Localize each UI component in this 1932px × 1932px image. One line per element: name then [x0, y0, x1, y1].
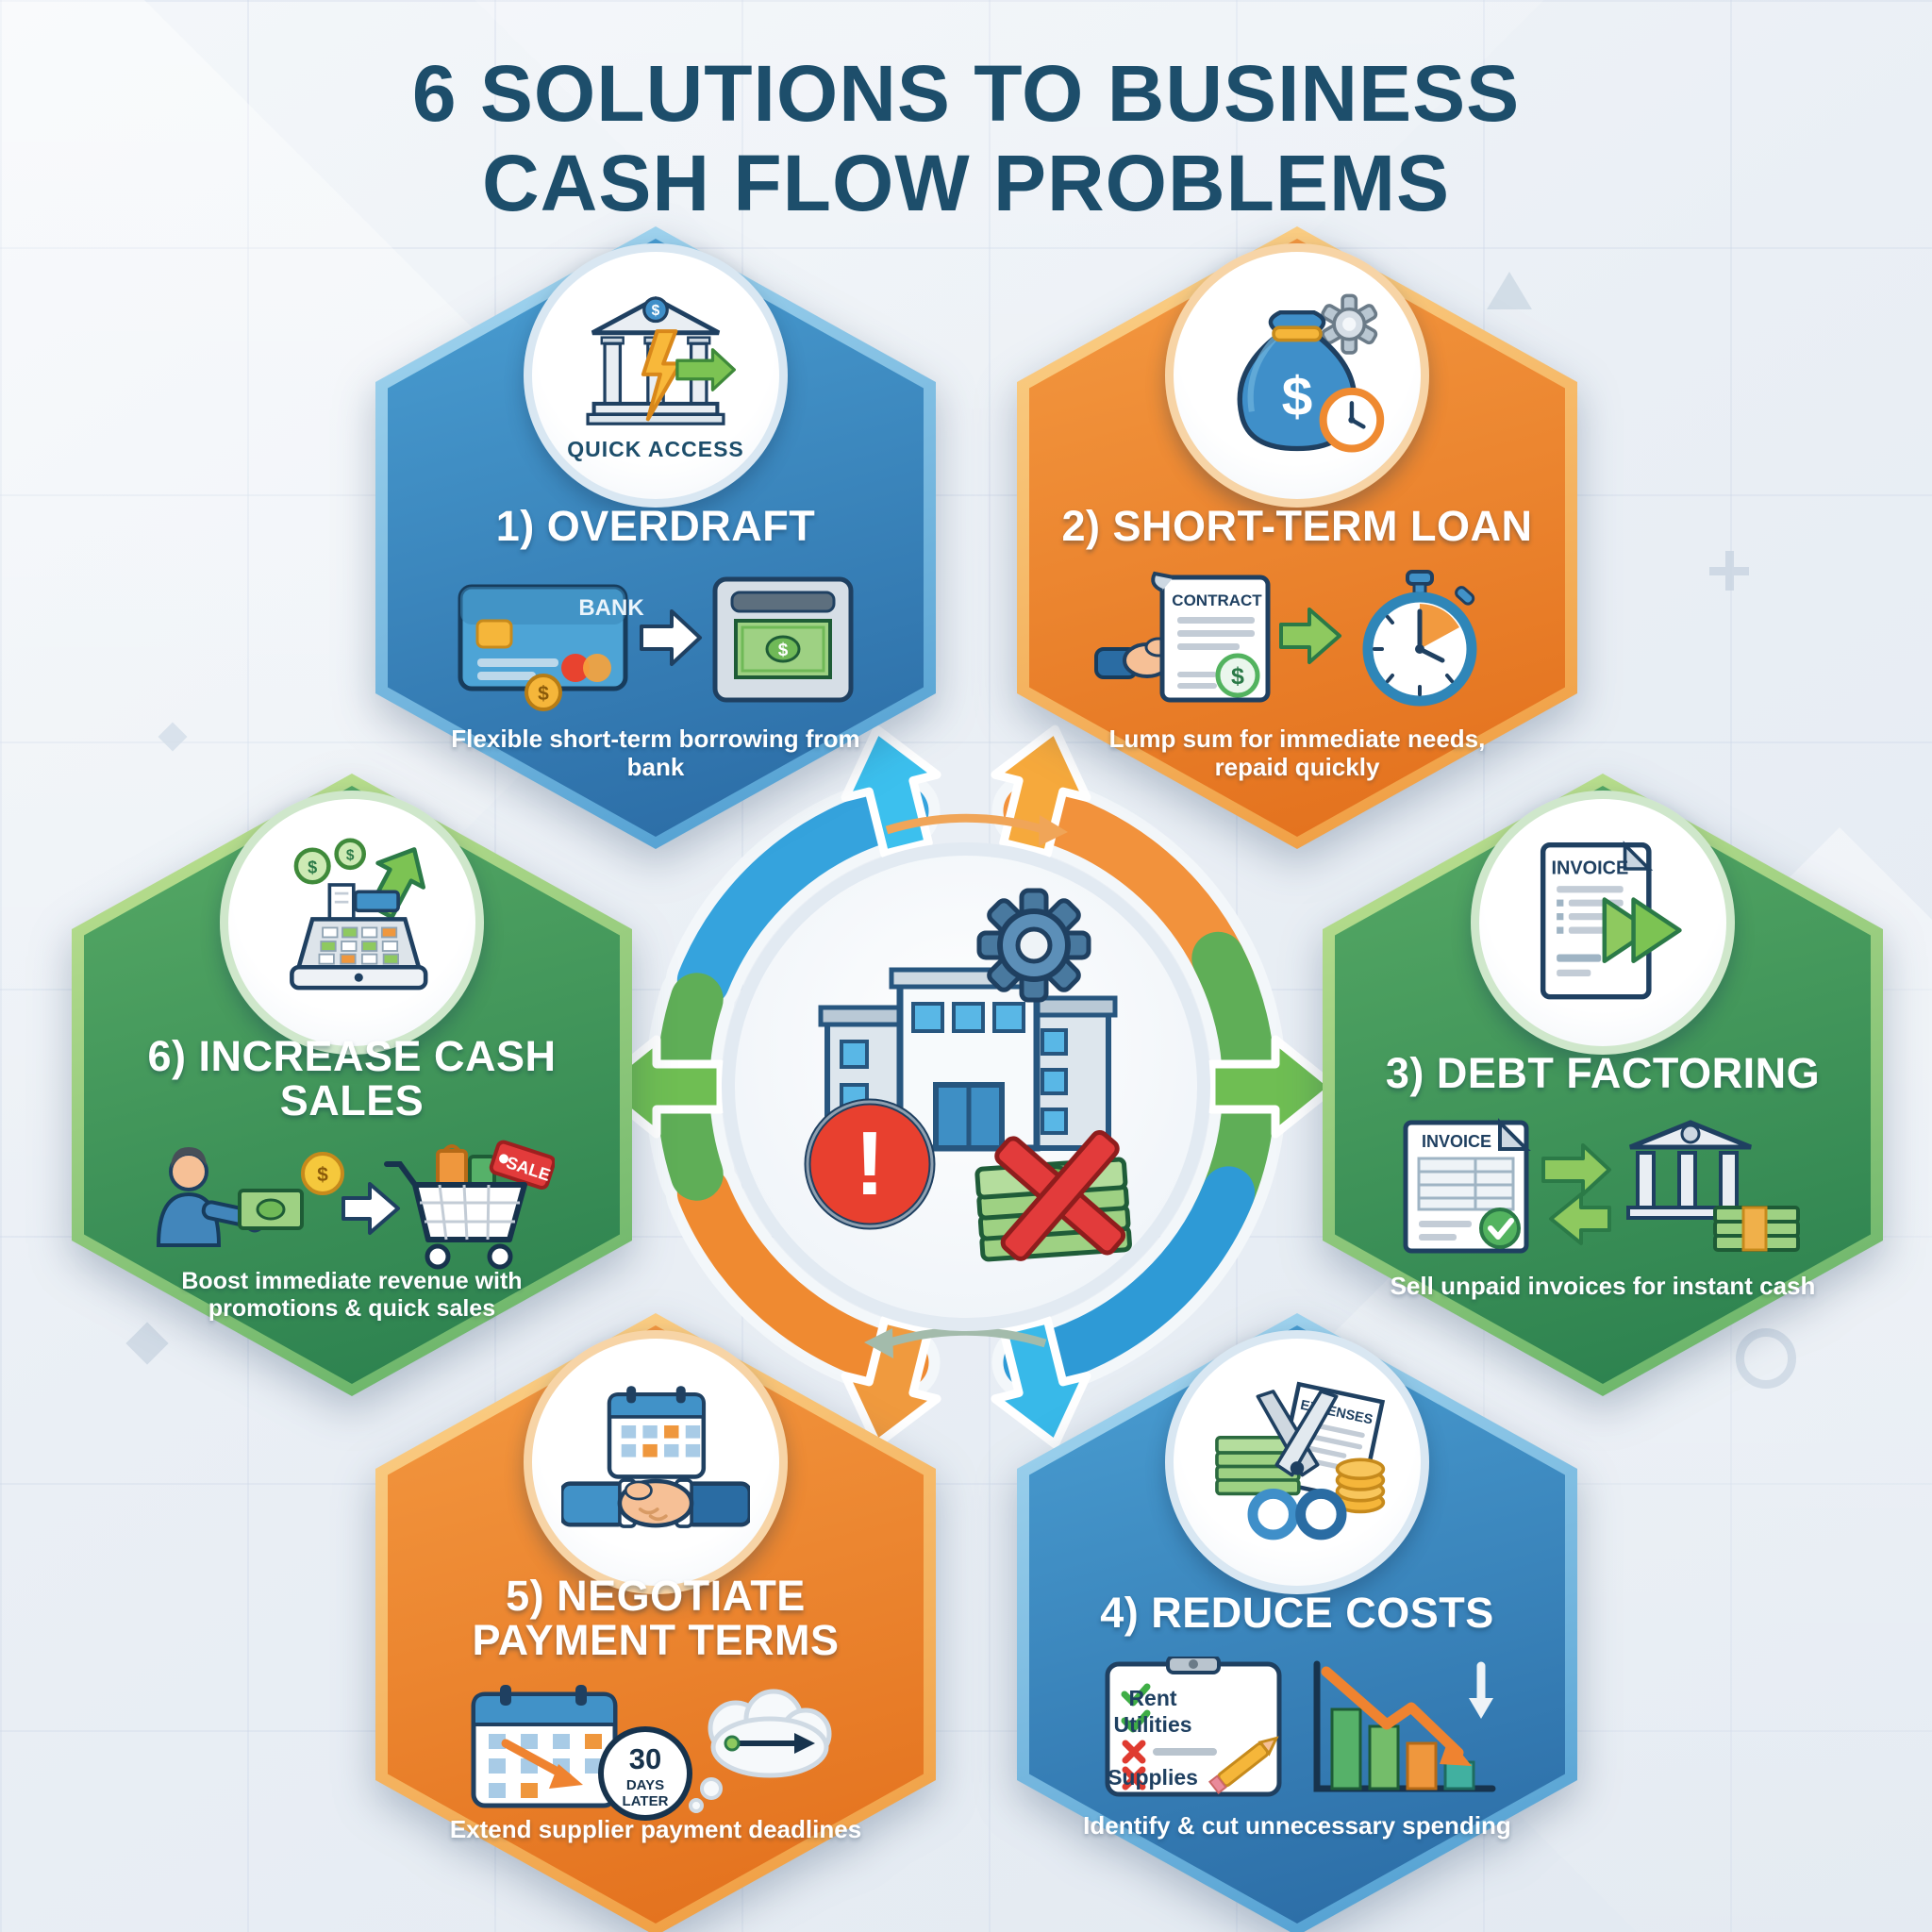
solution-title: 2) SHORT-TERM LOAN — [1061, 502, 1533, 550]
checklist-item: Supplies — [1108, 1765, 1198, 1790]
declining-chart-icon — [1313, 1660, 1496, 1792]
solution-hexagon-negotiate-payment-terms: 5) NEGOTIATE PAYMENT TERMS — [375, 1313, 936, 1932]
solution-title: 1) OVERDRAFT — [495, 502, 816, 550]
short-term-loan-badge: $ — [1165, 243, 1429, 508]
checklist-icon: Rent Utilities Supplies — [1105, 1655, 1282, 1797]
solution-description: Sell unpaid invoices for instant cash — [1390, 1272, 1816, 1300]
scissors-icon — [1247, 1390, 1347, 1541]
card-label: BANK — [578, 595, 644, 621]
solution-description: Identify & cut unnecessary spending — [1083, 1811, 1511, 1840]
center-hub: ! — [589, 709, 1343, 1464]
decor-plus-icon — [1709, 551, 1749, 591]
checklist-item: Utilities — [1113, 1712, 1191, 1737]
invoice-label: INVOICE — [1422, 1132, 1491, 1151]
right-arrow-icon — [1279, 608, 1341, 664]
badge-label: QUICK ACCESS — [567, 436, 744, 461]
overdraft-illustration: BANK $ $ — [453, 570, 858, 716]
coins-icon — [1335, 1457, 1386, 1514]
hand-contract-icon: CONTRACT $ — [1094, 571, 1271, 703]
days-later-badge: 30 DAYS LATER — [598, 1726, 692, 1821]
sale-tag: SALE — [489, 1140, 557, 1191]
bank-lightning-arrow-icon: $ — [586, 295, 736, 425]
increase-cash-sales-illustration: $ SALE — [149, 1140, 557, 1286]
contract-label: CONTRACT — [1172, 591, 1262, 609]
shopping-cart-sale-icon: SALE — [384, 1140, 557, 1270]
dollar-glyph: $ — [778, 641, 789, 660]
page-title: 6 SOLUTIONS TO BUSINESS CASH FLOW PROBLE… — [0, 49, 1932, 228]
decor-diamond-icon — [158, 722, 188, 752]
solution-hexagon-reduce-costs: EXPENSES — [1017, 1313, 1577, 1932]
solution-title: 6) INCREASE CASH SALES — [147, 1032, 557, 1125]
solution-hexagon-increase-cash-sales: $ $ — [72, 774, 632, 1396]
gear-icon — [1321, 293, 1378, 355]
customer-paying-icon: $ — [156, 1147, 344, 1247]
days-number: 30 — [629, 1742, 661, 1775]
thought-cloud-arrow-icon — [689, 1689, 832, 1813]
stopwatch-icon — [1362, 570, 1477, 707]
page-title-line1: 6 SOLUTIONS TO BUSINESS — [411, 49, 1521, 138]
dollar-glyph: $ — [317, 1164, 328, 1186]
handshake-icon — [561, 1478, 750, 1528]
dollar-glyph: $ — [1231, 663, 1244, 690]
reduce-costs-illustration: Rent Utilities Supplies — [1094, 1655, 1500, 1803]
right-arrow-icon — [341, 1182, 400, 1235]
calendar-icon — [607, 1386, 707, 1479]
money-bag-gear-clock-icon: $ — [1237, 293, 1385, 453]
reduce-costs-badge: EXPENSES — [1165, 1330, 1429, 1594]
negotiate-badge — [524, 1330, 788, 1594]
exclamation-glyph: ! — [855, 1113, 885, 1214]
solution-description: Lump sum for immediate needs, repaid qui… — [1108, 724, 1486, 782]
negotiate-illustration: 30 DAYS LATER — [453, 1679, 858, 1825]
increase-cash-sales-badge: $ $ — [220, 791, 484, 1055]
pencil-icon — [1208, 1736, 1279, 1795]
solution-description: Boost immediate revenue with promotions … — [181, 1268, 523, 1322]
debt-factoring-illustration: INVOICE — [1400, 1117, 1806, 1263]
credit-card-icon: BANK $ — [458, 584, 644, 711]
solution-hexagon-overdraft: $ QUICK ACCESS 1) OVERDRAFT BANK — [375, 226, 936, 849]
overdraft-badge: $ QUICK ACCESS — [524, 243, 788, 508]
clock-icon — [1319, 387, 1385, 453]
solution-title: 3) DEBT FACTORING — [1385, 1049, 1821, 1097]
solution-title: 4) REDUCE COSTS — [1100, 1589, 1494, 1637]
solution-description: Flexible short-term borrowing from bank — [451, 724, 860, 782]
cash-flow-problem-icon: ! — [804, 888, 1132, 1262]
dollar-glyph: $ — [308, 858, 317, 876]
calendar-arrow-icon — [471, 1685, 618, 1808]
solution-title: 5) NEGOTIATE PAYMENT TERMS — [472, 1572, 840, 1665]
invoice-forward-icon: INVOICE — [1540, 841, 1682, 1000]
debt-factoring-badge: INVOICE — [1471, 791, 1735, 1055]
handshake-calendar-icon — [561, 1386, 750, 1528]
page-title-line2: CASH FLOW PROBLEMS — [482, 138, 1450, 227]
short-term-loan-illustration: CONTRACT $ — [1094, 570, 1500, 716]
dollar-glyph: $ — [1282, 366, 1313, 427]
bank-cash-icon — [1626, 1120, 1800, 1252]
dollar-glyph: $ — [538, 683, 549, 705]
solution-hexagon-short-term-loan: $ 2) SHORT-TERM LOAN CONTRA — [1017, 226, 1577, 849]
gear-icon — [976, 888, 1091, 1003]
atm-cash-icon: $ — [712, 576, 854, 703]
dollar-glyph: $ — [652, 302, 660, 318]
later-word: LATER — [623, 1793, 669, 1809]
solution-hexagon-debt-factoring: INVOICE 3) DEBT FACTORING INVOICE — [1323, 774, 1883, 1396]
cash-register-growth-icon: $ $ — [290, 838, 428, 991]
checklist-item: Rent — [1128, 1686, 1176, 1710]
alert-exclamation-icon: ! — [804, 1098, 936, 1230]
blocked-cash-icon — [974, 1130, 1132, 1262]
thin-curved-arrow-icon — [864, 813, 1068, 1358]
invoice-label: INVOICE — [1552, 858, 1629, 878]
scissors-cut-expenses-icon: EXPENSES — [1215, 1381, 1386, 1541]
dollar-glyph: $ — [346, 848, 355, 864]
exchange-arrows-icon — [1541, 1143, 1611, 1245]
circular-flow-arrows-icon: ! — [589, 709, 1343, 1464]
invoice-check-icon: INVOICE — [1403, 1118, 1531, 1254]
right-arrow-icon — [640, 609, 702, 666]
days-word: DAYS — [626, 1777, 664, 1793]
solution-description: Extend supplier payment deadlines — [449, 1815, 862, 1843]
